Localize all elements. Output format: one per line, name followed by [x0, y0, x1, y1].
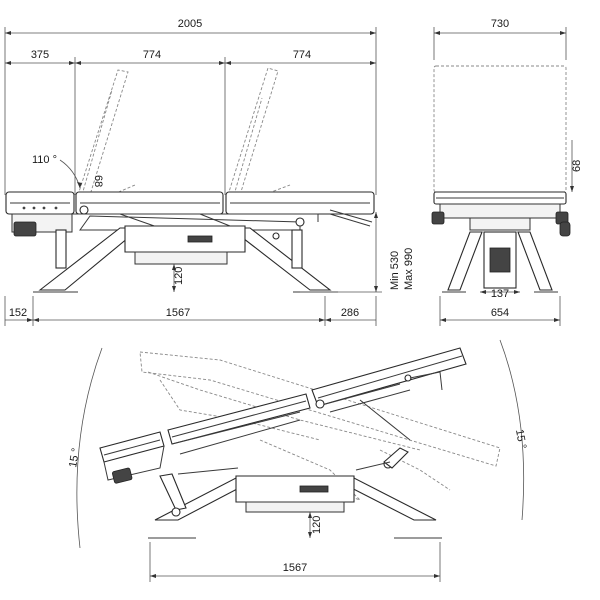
- tilt-dimension-clearance: 120: [308, 512, 323, 538]
- clearance-label: 120: [173, 267, 185, 285]
- base-length-label: 1567: [166, 307, 190, 319]
- segment-mid-label: 774: [143, 49, 161, 61]
- dimension-clearance: 120: [172, 264, 185, 292]
- table-top: [5, 191, 375, 218]
- segment-tail-label: 774: [293, 49, 311, 61]
- dimension-total-length: 2005: [4, 18, 377, 195]
- base-left-label: 152: [9, 307, 27, 319]
- tilt-arc-right: [499, 339, 525, 521]
- leg-span-label: 654: [491, 307, 509, 319]
- dimension-segments: 375 774 774: [5, 49, 376, 195]
- angle-label: 110 °: [32, 154, 57, 166]
- base-frame: [33, 225, 338, 293]
- dimension-width: 730: [433, 18, 567, 60]
- dimension-leg-span: 654: [439, 296, 561, 326]
- tilt-arc-left: [76, 347, 103, 549]
- dimension-column: 137: [480, 288, 520, 300]
- tilt-base-frame: [148, 447, 442, 539]
- width-label: 730: [491, 18, 509, 30]
- tilt-base-length-label: 1567: [283, 562, 307, 574]
- tilted-table-top: [99, 347, 467, 484]
- tilt-view: 15 ° 15 °: [67, 339, 528, 582]
- height-min-label: Min 530: [389, 251, 401, 290]
- column-width-label: 137: [491, 288, 509, 300]
- back-height-label: 68: [92, 175, 104, 187]
- base-right-label: 286: [341, 307, 359, 319]
- angle-indicator: 110 °: [32, 154, 82, 189]
- tilt-angle-right-label: 15 °: [513, 428, 528, 449]
- side-view: 2005 375 774 774: [4, 18, 415, 326]
- tilt-clearance-label: 120: [311, 516, 323, 534]
- tilt-dimension-base: 1567: [149, 542, 441, 582]
- segment-head-label: 375: [31, 49, 49, 61]
- end-view: 730 68 137: [431, 18, 583, 326]
- dimension-base: 152 1567 286: [4, 296, 377, 326]
- pad-thickness-label: 68: [571, 160, 583, 172]
- total-length-label: 2005: [178, 18, 202, 30]
- end-mechanism: [431, 203, 571, 293]
- dimension-pad: 68: [570, 140, 583, 192]
- height-max-label: Max 990: [403, 248, 415, 290]
- tilt-angle-left-label: 15 °: [67, 447, 82, 468]
- ghost-raised-sections: [77, 67, 291, 201]
- dimension-height: Min 530 Max 990: [300, 212, 415, 293]
